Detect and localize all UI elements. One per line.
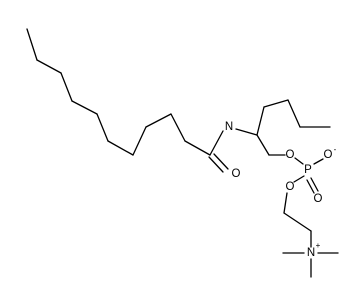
bond — [313, 158, 324, 165]
bond — [294, 157, 304, 165]
bond — [107, 140, 134, 156]
bond — [26, 28, 38, 61]
bond — [60, 72, 73, 102]
charge-plus: + — [316, 241, 321, 250]
bond — [283, 212, 312, 232]
bond — [256, 106, 265, 136]
trimethylammonium-group — [282, 252, 339, 278]
bond — [170, 113, 186, 142]
fatty-acyl-chain — [26, 28, 211, 156]
bond — [184, 140, 211, 156]
atom-label-n-ammonium: N — [307, 247, 315, 259]
bond — [36, 59, 62, 74]
double-bond — [306, 179, 315, 194]
bond — [96, 113, 109, 142]
amide-group — [208, 130, 229, 173]
bond — [263, 99, 289, 108]
charge-minus: - — [334, 145, 337, 154]
double-bond — [310, 177, 319, 192]
choline-linker — [283, 192, 312, 248]
bond — [132, 126, 147, 156]
sphingoid-backbone — [235, 99, 331, 156]
bond — [209, 130, 224, 156]
atom-label-o-carbonyl: O — [232, 168, 241, 180]
atom-label-phosphorus: P — [304, 164, 312, 176]
bond — [256, 134, 270, 156]
bond — [235, 128, 258, 136]
bond — [293, 175, 305, 183]
atom-label-o-ester-1: O — [286, 149, 295, 161]
bond — [283, 192, 288, 214]
bond — [287, 99, 301, 128]
double-bond — [208, 156, 224, 173]
phosphate-group — [293, 157, 324, 194]
bond — [145, 113, 172, 128]
bond — [71, 100, 98, 115]
atom-label-o-phosphate-minus: O — [324, 149, 333, 161]
atom-label-o-ester-2: O — [286, 181, 295, 193]
double-bond — [213, 153, 229, 170]
atom-label-o-phosphate-double: O — [314, 193, 323, 205]
atom-label-n-amide: N — [225, 121, 233, 133]
